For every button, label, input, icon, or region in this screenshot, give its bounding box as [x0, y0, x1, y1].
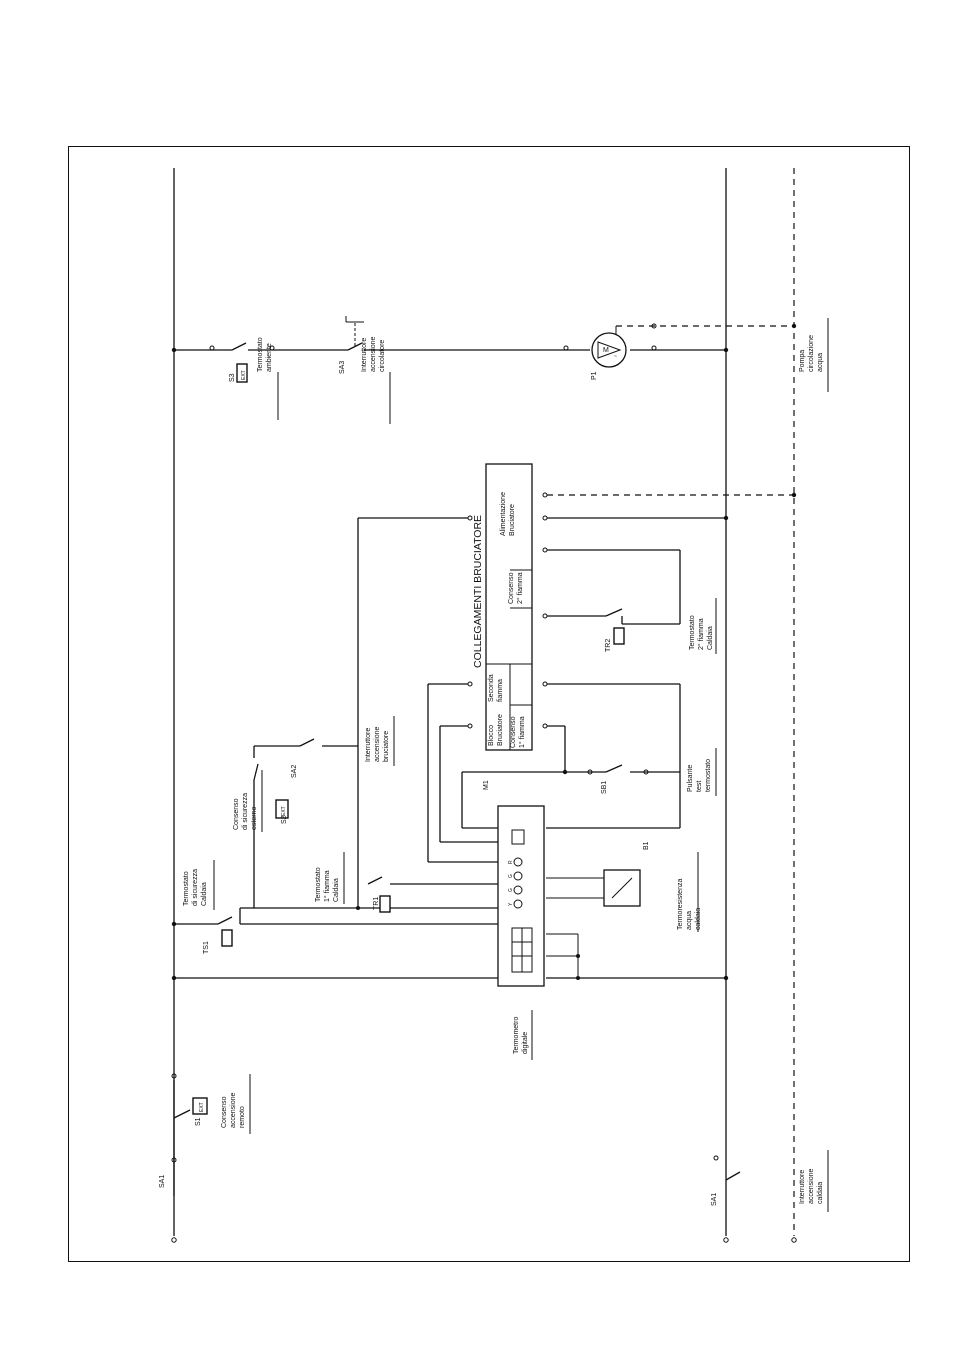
- svg-text:Interruttore: Interruttore: [799, 1170, 806, 1204]
- svg-text:accensione: accensione: [370, 336, 377, 372]
- svg-text:Bruciatore: Bruciatore: [509, 504, 516, 536]
- svg-text:acqua: acqua: [817, 353, 824, 372]
- svg-text:Blocco: Blocco: [488, 725, 495, 746]
- svg-text:digitale: digitale: [522, 1032, 529, 1054]
- svg-text:Interruttore: Interruttore: [365, 728, 372, 762]
- svg-text:G: G: [508, 888, 514, 892]
- svg-text:EXT: EXT: [241, 370, 247, 380]
- svg-text:M: M: [603, 347, 609, 354]
- svg-text:G: G: [508, 874, 514, 878]
- svg-text:Termostato: Termostato: [183, 871, 190, 906]
- svg-text:SA1: SA1: [711, 1193, 718, 1206]
- svg-text:circolazione: circolazione: [808, 335, 815, 372]
- svg-text:Termostato: Termostato: [315, 867, 322, 902]
- svg-text:circolatore: circolatore: [379, 340, 386, 372]
- svg-text:remoto: remoto: [239, 1106, 246, 1128]
- svg-text:S3: S3: [229, 373, 236, 382]
- svg-text:Y: Y: [508, 902, 514, 906]
- rung-thermostat-pump: M ~: [171, 316, 797, 383]
- svg-text:M1: M1: [483, 780, 490, 790]
- svg-text:Consenso: Consenso: [233, 798, 240, 830]
- svg-text:bruciatore: bruciatore: [383, 731, 390, 762]
- safety-chain: [171, 518, 498, 947]
- svg-text:di sicurezza: di sicurezza: [192, 869, 199, 906]
- svg-text:Consenso: Consenso: [508, 572, 515, 604]
- burner-connector-block: [358, 463, 797, 862]
- svg-text:SA1: SA1: [159, 1175, 166, 1188]
- svg-text:accensione: accensione: [808, 1168, 815, 1204]
- svg-text:accensione: accensione: [374, 726, 381, 762]
- svg-text:ambiente: ambiente: [266, 343, 273, 372]
- svg-text:Termoresistenza: Termoresistenza: [677, 879, 684, 930]
- svg-text:~: ~: [614, 354, 617, 360]
- svg-text:2° fiamma: 2° fiamma: [516, 572, 524, 604]
- svg-text:Bruciatore: Bruciatore: [497, 714, 504, 746]
- svg-text:termostato: termostato: [705, 759, 712, 792]
- svg-text:Seconda: Seconda: [488, 674, 495, 702]
- svg-text:fiamma: fiamma: [497, 679, 504, 702]
- svg-text:Termometro: Termometro: [513, 1017, 520, 1054]
- svg-text:TR2: TR2: [605, 639, 612, 652]
- svg-text:Consenso: Consenso: [510, 716, 517, 748]
- svg-text:Consenso: Consenso: [221, 1096, 228, 1128]
- svg-text:EXT: EXT: [199, 1102, 205, 1112]
- svg-text:B1: B1: [643, 841, 650, 850]
- svg-text:Termostato: Termostato: [689, 615, 696, 650]
- digital-thermometer: [171, 805, 729, 987]
- svg-text:Pompa: Pompa: [799, 350, 806, 372]
- svg-text:R: R: [508, 860, 514, 864]
- thermistor-icon: [603, 869, 641, 907]
- block-title: COLLEGAMENTI BRUCIATORE: [472, 515, 484, 668]
- svg-text:esterno: esterno: [251, 807, 258, 830]
- svg-text:SA3: SA3: [339, 361, 346, 374]
- svg-text:P1: P1: [591, 371, 598, 380]
- label-underlines: [213, 318, 829, 1212]
- rung-power-input: [171, 1073, 797, 1243]
- svg-text:TR1: TR1: [373, 897, 380, 910]
- svg-text:SA2: SA2: [291, 765, 298, 778]
- svg-text:Caldaia: Caldaia: [201, 882, 208, 906]
- svg-text:TS1: TS1: [203, 941, 210, 954]
- svg-text:accensione: accensione: [230, 1092, 237, 1128]
- svg-text:Caldaia: Caldaia: [333, 878, 340, 902]
- svg-text:S2: S2: [281, 815, 288, 824]
- diagram-frame: [68, 146, 910, 1262]
- svg-text:1° fiamma: 1° fiamma: [518, 716, 526, 748]
- svg-text:Caldaia: Caldaia: [707, 626, 714, 650]
- svg-text:test: test: [696, 781, 703, 792]
- svg-text:2° fiamma: 2° fiamma: [697, 618, 705, 650]
- terminal-icon: [236, 363, 248, 383]
- bus-lines: [173, 168, 795, 1236]
- svg-text:EXT: EXT: [281, 806, 287, 816]
- rung-test-pushbutton: [461, 764, 680, 829]
- svg-text:acqua: acqua: [686, 911, 693, 930]
- diagram-labels: COLLEGAMENTI BRUCIATORE Termostato ambie…: [159, 335, 824, 1206]
- svg-text:Pulsante: Pulsante: [687, 765, 694, 792]
- svg-text:Alimentazione: Alimentazione: [500, 492, 507, 536]
- svg-text:di sicurezza: di sicurezza: [242, 793, 249, 830]
- svg-text:Interruttore: Interruttore: [361, 338, 368, 372]
- motor-pump-icon: [591, 332, 627, 368]
- svg-text:SB1: SB1: [601, 781, 608, 794]
- thermostat-icon: [613, 627, 625, 645]
- svg-text:Termostato: Termostato: [257, 337, 264, 372]
- svg-text:1° fiamma: 1° fiamma: [323, 870, 331, 902]
- svg-text:caldaia: caldaia: [817, 1182, 824, 1204]
- svg-text:S1: S1: [195, 1117, 202, 1126]
